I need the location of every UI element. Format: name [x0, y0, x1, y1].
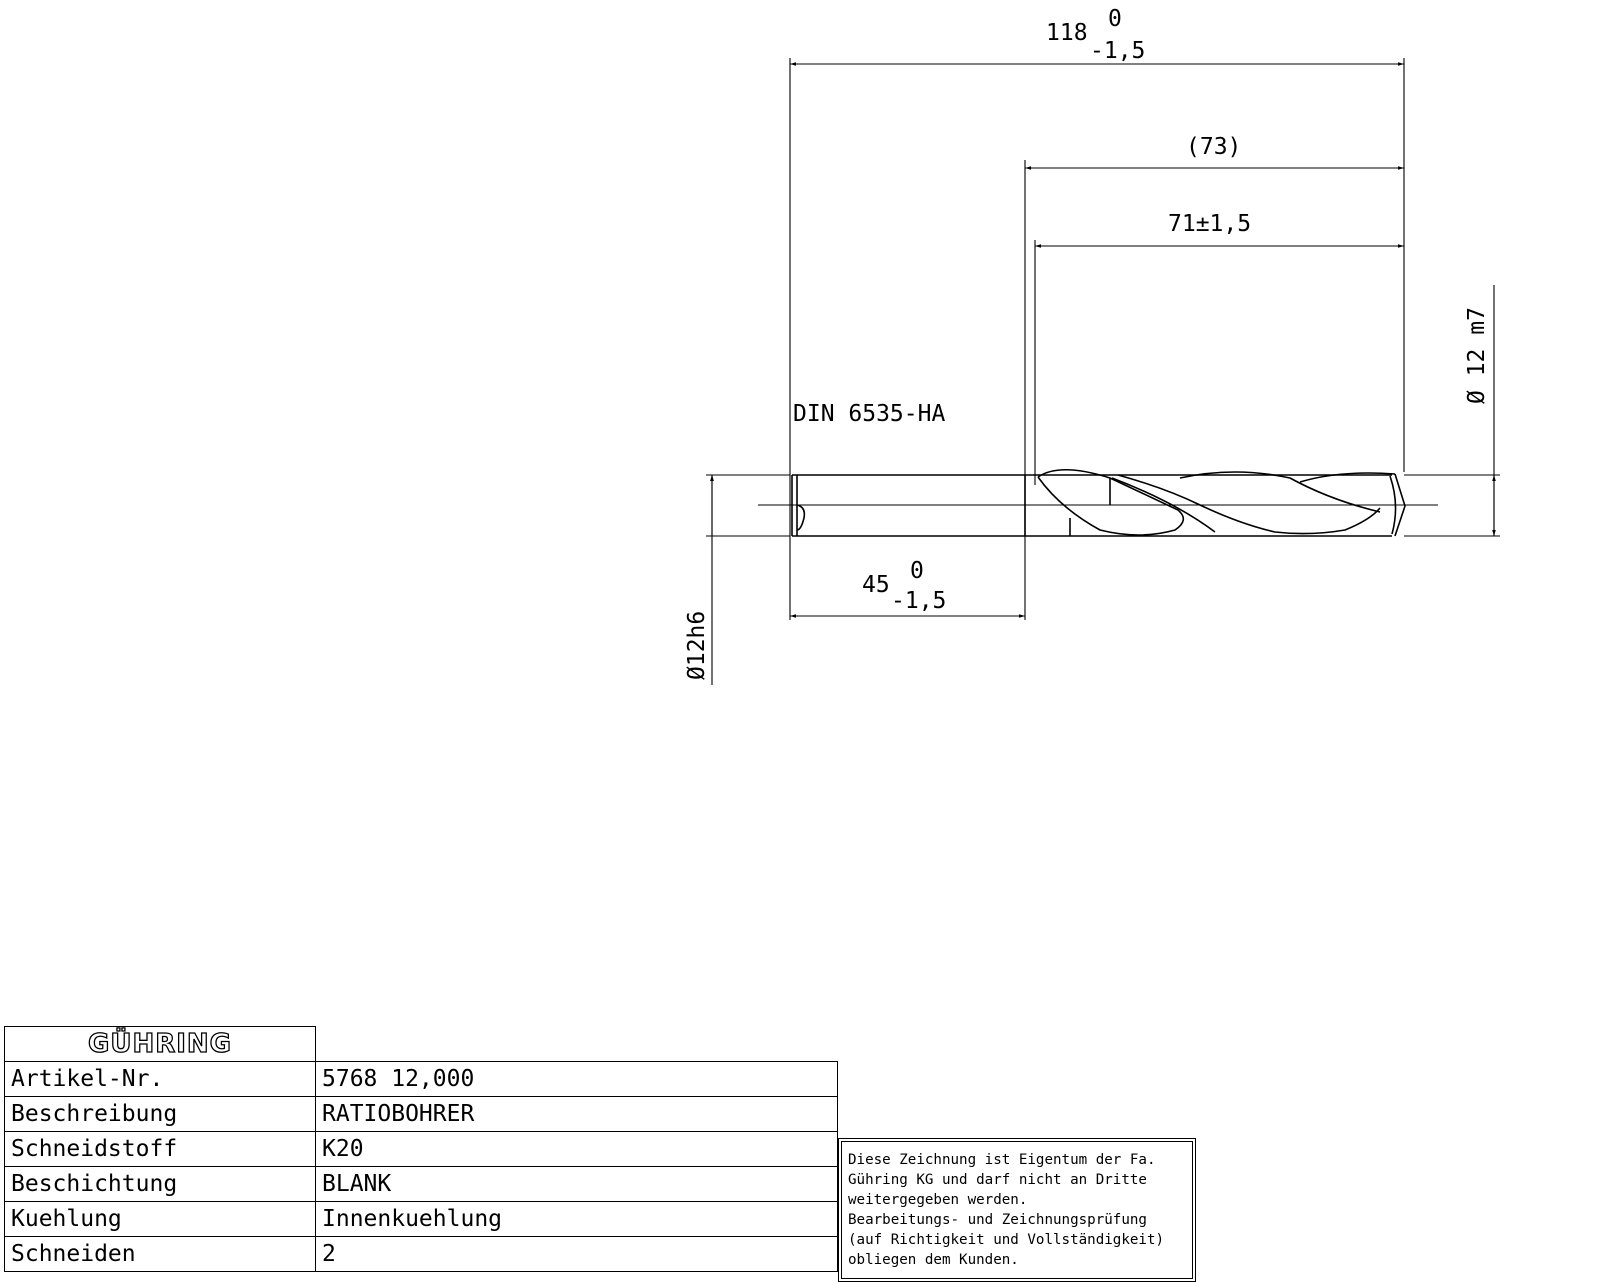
row-value: BLANK [315, 1166, 838, 1202]
row-value: K20 [315, 1131, 838, 1167]
notice-line: (auf Richtigkeit und Vollständigkeit) [848, 1232, 1165, 1248]
dim-shank-upper: 0 [910, 558, 924, 584]
guehring-logo: GÜHRING [4, 1026, 316, 1062]
standard-label: DIN 6535-HA [793, 401, 945, 427]
notice-line: Diese Zeichnung ist Eigentum der Fa. [848, 1152, 1156, 1168]
drill-body [758, 468, 1438, 537]
ownership-notice: Diese Zeichnung ist Eigentum der Fa. Güh… [838, 1138, 1196, 1282]
dimension-lines [710, 62, 1496, 685]
table-row: Artikel-Nr. 5768 12,000 [4, 1061, 838, 1097]
logo-row: GÜHRING [4, 1026, 838, 1062]
row-key: Kuehlung [4, 1201, 316, 1237]
table-row: Kuehlung Innenkuehlung [4, 1201, 838, 1237]
notice-line: Bearbeitungs- und Zeichnungsprüfung [848, 1212, 1147, 1228]
notice-line: Gühring KG und darf nicht an Dritte [848, 1172, 1147, 1188]
dim-flute-label: 71±1,5 [1168, 211, 1251, 237]
dim-shank-diameter-label: Ø12h6 [684, 611, 710, 680]
row-key: Beschichtung [4, 1166, 316, 1202]
table-row: Schneidstoff K20 [4, 1131, 838, 1167]
row-value: RATIOBOHRER [315, 1096, 838, 1132]
logo-text: GÜHRING [87, 1028, 232, 1059]
row-key: Beschreibung [4, 1096, 316, 1132]
table-row: Beschreibung RATIOBOHRER [4, 1096, 838, 1132]
title-block: GÜHRING Artikel-Nr. 5768 12,000 Beschrei… [4, 1026, 838, 1272]
row-key: Schneiden [4, 1236, 316, 1272]
dim-shank-nominal: 45 [862, 572, 890, 598]
row-key: Schneidstoff [4, 1131, 316, 1167]
dimension-labels: 118 0 -1,5 (73) 71±1,5 45 0 -1,5 DIN 653… [684, 6, 1490, 680]
row-value: Innenkuehlung [315, 1201, 838, 1237]
dim-cut-diameter-label: Ø 12 m7 [1464, 307, 1490, 404]
row-key: Artikel-Nr. [4, 1061, 316, 1097]
extension-lines [706, 58, 1500, 620]
dim-overall-upper: 0 [1108, 6, 1122, 32]
table-row: Schneiden 2 [4, 1236, 838, 1272]
ownership-notice-inner: Diese Zeichnung ist Eigentum der Fa. Güh… [841, 1141, 1193, 1279]
row-value: 5768 12,000 [315, 1061, 838, 1097]
dim-ref-label: (73) [1186, 134, 1241, 160]
dim-shank-lower: -1,5 [891, 588, 946, 614]
notice-line: obliegen dem Kunden. [848, 1252, 1019, 1268]
dim-overall-nominal: 118 [1046, 20, 1088, 46]
dim-overall-lower: -1,5 [1090, 38, 1145, 64]
notice-line: weitergegeben werden. [848, 1192, 1028, 1208]
row-value: 2 [315, 1236, 838, 1272]
table-row: Beschichtung BLANK [4, 1166, 838, 1202]
